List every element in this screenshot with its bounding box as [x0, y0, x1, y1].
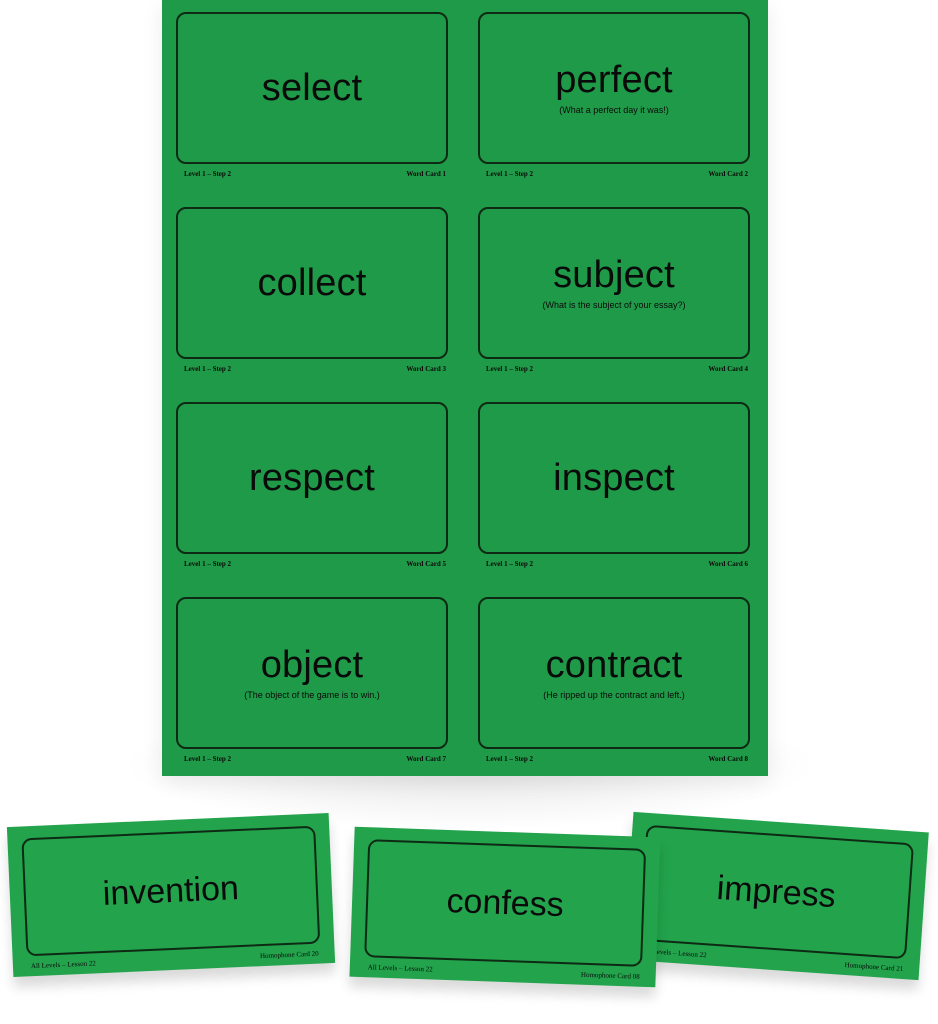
- word-card[interactable]: inspect: [478, 402, 750, 554]
- card-word: contract: [545, 644, 683, 686]
- loose-card-word: invention: [101, 868, 240, 913]
- card-number-label: Word Card 4: [708, 365, 748, 373]
- loose-card-border: confess: [364, 839, 647, 967]
- card-sentence: (The object of the game is to win.): [244, 690, 380, 700]
- sheet-cell: perfect (What a perfect day it was!) Lev…: [464, 0, 766, 195]
- word-card[interactable]: collect: [176, 207, 448, 359]
- sheet-cell: subject (What is the subject of your ess…: [464, 195, 766, 390]
- loose-card[interactable]: invention All Levels – Lesson 22 Homopho…: [6, 813, 336, 977]
- word-card[interactable]: perfect (What a perfect day it was!): [478, 12, 750, 164]
- card-word: collect: [257, 262, 367, 304]
- card-level-label: Level 1 – Step 2: [184, 560, 232, 568]
- word-card[interactable]: contract (He ripped up the contract and …: [478, 597, 750, 749]
- card-sentence: (He ripped up the contract and left.): [543, 690, 685, 700]
- loose-card[interactable]: confess All Levels – Lesson 22 Homophone…: [349, 826, 661, 988]
- card-word: respect: [248, 457, 375, 499]
- card-word: select: [261, 67, 363, 109]
- sheet-cell: contract (He ripped up the contract and …: [464, 585, 766, 780]
- sheet-cell: object (The object of the game is to win…: [162, 585, 464, 780]
- loose-card-number-label: Homophone Card 08: [580, 970, 640, 981]
- card-number-label: Word Card 6: [708, 560, 748, 568]
- card-sentence: (What is the subject of your essay?): [542, 300, 686, 310]
- card-level-label: Level 1 – Step 2: [184, 365, 232, 373]
- card-word: object: [260, 644, 364, 686]
- word-card[interactable]: object (The object of the game is to win…: [176, 597, 448, 749]
- card-sentence: (What a perfect day it was!): [559, 105, 669, 115]
- loose-card-level-label: All Levels – Lesson 22: [30, 959, 97, 971]
- loose-card-number-label: Homophone Card 20: [259, 949, 319, 961]
- loose-card-level-label: All Levels – Lesson 22: [367, 963, 433, 974]
- card-number-label: Word Card 2: [708, 170, 748, 178]
- sheet-cell: inspect Level 1 – Step 2 Word Card 6: [464, 390, 766, 585]
- card-word: perfect: [555, 59, 673, 101]
- loose-card-border: impress: [638, 824, 914, 960]
- card-number-label: Word Card 3: [406, 365, 446, 373]
- card-level-label: Level 1 – Step 2: [184, 170, 232, 178]
- card-level-label: Level 1 – Step 2: [486, 365, 534, 373]
- word-card[interactable]: select: [176, 12, 448, 164]
- word-card[interactable]: respect: [176, 402, 448, 554]
- loose-card-number-label: Homophone Card 21: [844, 960, 904, 974]
- card-word: subject: [553, 254, 675, 296]
- loose-card-word: confess: [445, 881, 565, 924]
- word-card[interactable]: subject (What is the subject of your ess…: [478, 207, 750, 359]
- card-level-label: Level 1 – Step 2: [486, 170, 534, 178]
- card-level-label: Level 1 – Step 2: [184, 755, 232, 763]
- card-level-label: Level 1 – Step 2: [486, 560, 534, 568]
- word-card-sheet: select Level 1 – Step 2 Word Card 1 perf…: [162, 0, 768, 776]
- card-number-label: Word Card 1: [406, 170, 446, 178]
- sheet-cell: respect Level 1 – Step 2 Word Card 5: [162, 390, 464, 585]
- card-level-label: Level 1 – Step 2: [486, 755, 534, 763]
- sheet-cell: collect Level 1 – Step 2 Word Card 3: [162, 195, 464, 390]
- loose-card-border: invention: [21, 825, 321, 957]
- loose-card[interactable]: impress All Levels – Lesson 22 Homophone…: [623, 811, 929, 981]
- card-word: inspect: [553, 457, 675, 499]
- card-number-label: Word Card 8: [708, 755, 748, 763]
- card-number-label: Word Card 5: [406, 560, 446, 568]
- sheet-cell: select Level 1 – Step 2 Word Card 1: [162, 0, 464, 195]
- card-number-label: Word Card 7: [406, 755, 446, 763]
- loose-card-word: impress: [715, 868, 838, 915]
